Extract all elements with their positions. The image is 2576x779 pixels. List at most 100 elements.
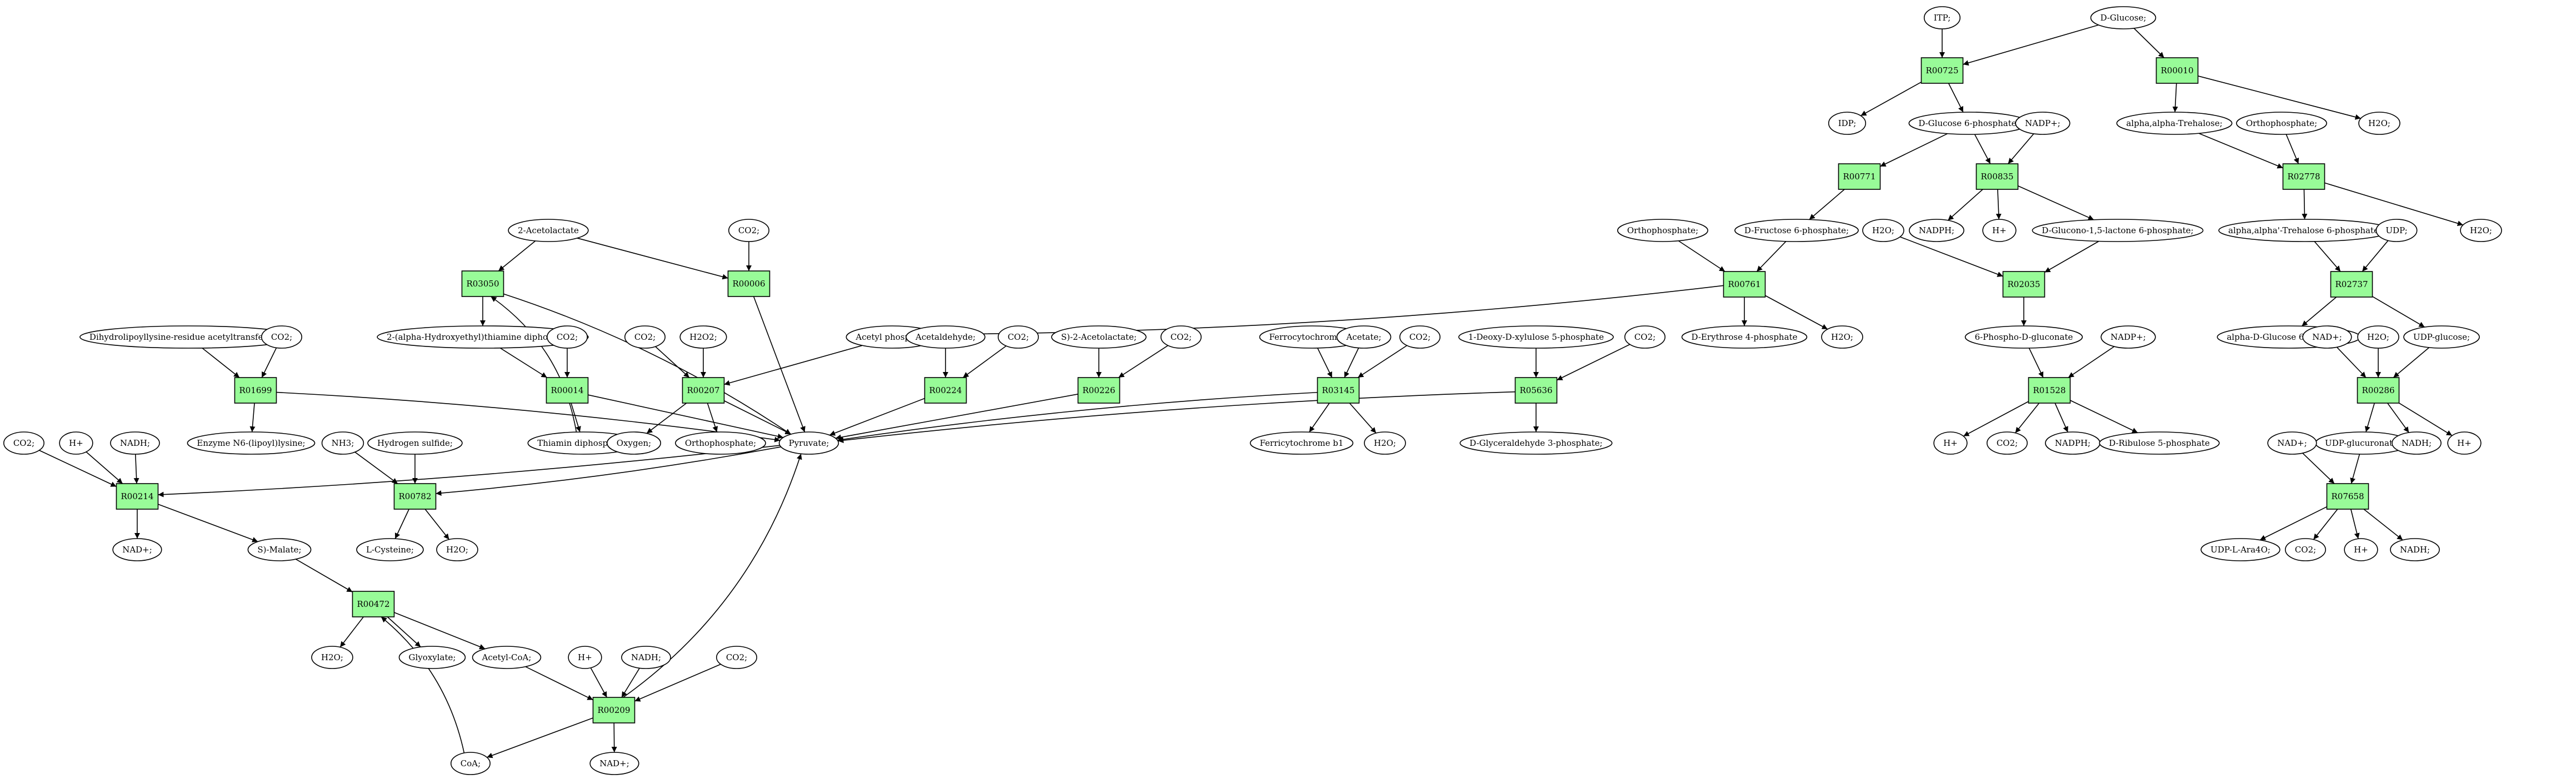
compound-label: CO2;	[557, 332, 578, 342]
compound-label: alpha,alpha-Trehalose;	[2126, 118, 2222, 128]
reaction-box	[727, 270, 771, 297]
compound-label: NADP+;	[2025, 118, 2060, 128]
edge-ortho_b-to-r00761	[1678, 240, 1725, 272]
compound-node-co2_k: CO2;	[716, 646, 757, 669]
compound-node-udpglc: UDP-glucose;	[2403, 325, 2480, 349]
compound-label: NH3;	[332, 438, 354, 448]
compound-label: H2O;	[321, 652, 343, 662]
compound-label: Orthophosphate;	[1627, 225, 1698, 235]
reaction-box	[1920, 57, 1964, 84]
compound-node-smalate: S)-Malate;	[247, 538, 312, 561]
edge-tre6p-to-r02737	[2314, 241, 2341, 272]
compound-ellipse	[1624, 325, 1665, 349]
compound-label: Hydrogen sulfide;	[377, 438, 453, 448]
compound-label: CO2;	[271, 332, 292, 342]
edge-r00725-to-idp	[1860, 82, 1922, 117]
edge-co2_b-to-r00224	[962, 345, 1007, 378]
compound-ellipse	[59, 431, 93, 455]
reaction-label: R00224	[929, 385, 962, 395]
edge-co2_i-to-r01699	[261, 347, 277, 378]
compound-label: Acetyl-CoA;	[482, 652, 532, 662]
edge-nad_a-to-r00286	[2336, 346, 2367, 378]
compound-label: D-Glucose 6-phosphate;	[1918, 118, 2019, 128]
compound-ellipse	[450, 752, 491, 775]
edge-nad_c-to-r07658	[2302, 453, 2335, 484]
compound-label: NADH;	[631, 652, 661, 662]
reaction-box	[682, 377, 725, 404]
compound-ellipse	[321, 431, 364, 455]
edge-r03050-to-pyruvate	[503, 293, 791, 435]
compound-ellipse	[1828, 112, 1867, 135]
compound-ellipse	[110, 431, 160, 455]
reaction-node-r00286: R00286	[2357, 377, 2400, 404]
compound-ellipse	[728, 219, 769, 242]
compound-node-h2o2: H2O2;	[679, 325, 727, 349]
compound-label: H2O2;	[689, 332, 717, 342]
reaction-node-r05636: R05636	[1514, 377, 1558, 404]
edge-r03145-to-h2o_f	[1349, 403, 1377, 434]
compound-ellipse	[1734, 219, 1859, 242]
reaction-node-r00224: R00224	[924, 377, 967, 404]
reaction-node-r00835: R00835	[1975, 163, 2019, 190]
compound-ellipse	[2267, 431, 2317, 455]
compound-label: ITP;	[1934, 13, 1951, 23]
reaction-node-r00226: R00226	[1077, 377, 1121, 404]
reaction-label: R00782	[398, 491, 431, 501]
edge-acetolactate-to-r00006	[577, 238, 728, 280]
edge-hethtpp-to-r00014	[499, 348, 548, 378]
compound-label: D-Ribulose 5-phosphate	[2109, 438, 2210, 448]
reaction-label: R00761	[1728, 279, 1760, 289]
edge-co2_k-to-r00209	[634, 664, 721, 702]
compound-ellipse	[1336, 325, 1392, 349]
edge-r00761-to-acetylp	[937, 285, 1724, 337]
reaction-node-r03145: R03145	[1317, 377, 1360, 404]
compound-node-g6p: D-Glucose 6-phosphate;	[1908, 112, 2029, 135]
reaction-node-r01699: R01699	[234, 377, 277, 404]
compound-node-co2_h: CO2;	[1987, 431, 2028, 455]
compound-node-ferrocyt: Ferrocytochrome b1	[1259, 325, 1365, 349]
compound-ellipse	[187, 431, 316, 455]
reaction-node-r02035: R02035	[2002, 271, 2045, 298]
edge-co2_f-to-r00207	[655, 346, 690, 378]
compound-node-enzyme: Enzyme N6-(lipoyl)lysine;	[187, 431, 316, 455]
compound-label: NADH;	[2400, 545, 2430, 555]
compound-ellipse	[679, 325, 727, 349]
compound-node-dxylulose: 1-Deoxy-D-xylulose 5-phosphate	[1458, 325, 1614, 349]
reaction-box	[234, 377, 277, 404]
compound-label: CoA;	[461, 758, 481, 768]
reaction-label: R00006	[732, 279, 765, 289]
edge-r01528-to-h_b	[1963, 401, 2029, 437]
reaction-node-r02778: R02778	[2282, 163, 2325, 190]
compound-ellipse	[3, 431, 44, 455]
compound-label: Ferrocytochrome b1	[1269, 332, 1355, 342]
edge-r00010-to-h2o_a	[2198, 76, 2361, 120]
edge-r05636-to-pyruvate	[838, 391, 1515, 444]
edge-r00472-to-glyoxylate	[387, 616, 421, 647]
compound-label: Pyruvate;	[789, 438, 829, 448]
compound-label: H2O;	[2367, 332, 2389, 342]
edge-r00835-to-h_a	[1995, 189, 2002, 220]
compound-label: 2-Acetolactate	[518, 225, 579, 235]
compound-label: H+	[1943, 438, 1958, 448]
compound-ellipse	[2390, 538, 2440, 561]
edge-smalate-to-r00472	[296, 559, 353, 592]
compound-label: CO2;	[738, 225, 759, 235]
compound-label: UDP-glucose;	[2413, 332, 2470, 342]
edge-r00014-to-thiamin	[571, 403, 581, 433]
edge-r00006-to-pyruvate	[753, 296, 806, 433]
compound-node-h2o_b: H2O;	[1862, 219, 1904, 242]
edge-r00014-to-pyruvate	[588, 394, 784, 439]
compound-ellipse	[367, 431, 463, 455]
reaction-box	[2282, 163, 2325, 190]
edge-nadh_d-to-r00209	[621, 667, 640, 698]
compound-ellipse	[1933, 431, 1968, 455]
compound-node-itp: ITP;	[1923, 6, 1961, 29]
reaction-node-r00725: R00725	[1920, 57, 1964, 84]
compound-ellipse	[1458, 325, 1614, 349]
compound-node-idp: IDP;	[1828, 112, 1867, 135]
compound-ellipse	[356, 538, 424, 561]
edge-r00207-to-ortho_c	[707, 403, 718, 433]
compound-node-co2_e: CO2;	[1624, 325, 1665, 349]
compound-ellipse	[606, 431, 662, 455]
